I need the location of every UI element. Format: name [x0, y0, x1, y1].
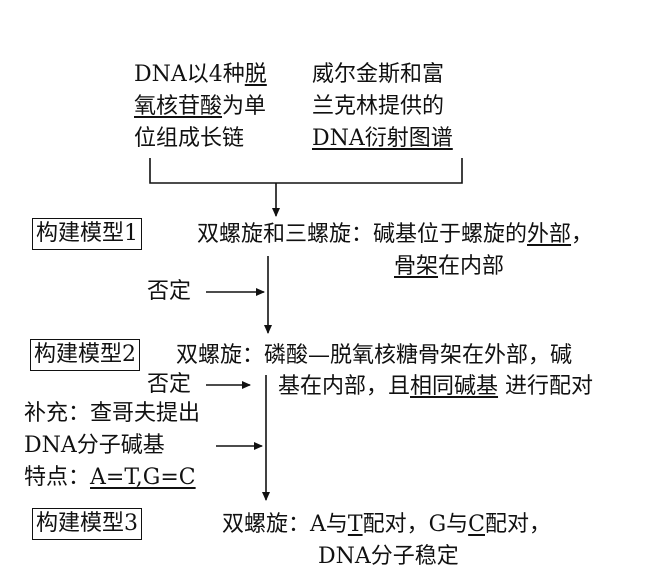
supplement-line2: DNA分子碱基: [24, 433, 165, 458]
supplement-line3: 特点：A=T,G=C: [24, 465, 196, 490]
model1-desc-line2: 骨架在内部: [394, 254, 505, 279]
source-right-line3: DNA衍射图谱: [312, 126, 453, 151]
supplement-line1: 补充：查哥夫提出: [24, 401, 201, 426]
negate2-label: 否定: [147, 372, 192, 397]
model2-desc-line2: 基在内部，且相同碱基 进行配对: [278, 374, 594, 399]
model2-desc-line1: 双螺旋：磷酸—脱氧核糖骨架在外部，碱: [176, 343, 573, 368]
source-left-line2: 氧核苷酸为单: [134, 94, 267, 119]
model1-desc-line1: 双螺旋和三螺旋：碱基位于螺旋的外部，: [197, 222, 594, 247]
model3-desc-line1: 双螺旋：A与T配对，G与C配对，: [222, 512, 552, 537]
model2-label-box: 构建模型2: [30, 339, 140, 371]
model1-label-box: 构建模型1: [32, 218, 142, 250]
model3-desc-line2: DNA分子稳定: [318, 544, 459, 569]
negate1-label: 否定: [147, 279, 192, 304]
source-left-line3: 位组成长链: [134, 126, 245, 151]
source-right-line1: 威尔金斯和富: [312, 62, 445, 87]
model3-label-box: 构建模型3: [32, 508, 142, 540]
source-bracket: [149, 158, 463, 184]
source-right-line2: 兰克林提供的: [312, 94, 445, 119]
source-left-line1: DNA以4种脱: [134, 62, 267, 87]
